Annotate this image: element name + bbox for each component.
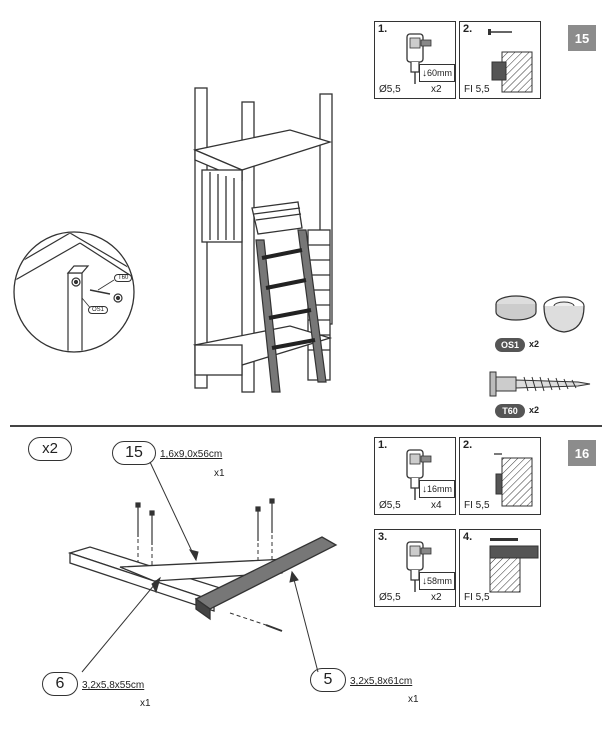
- t60-screw-icon: [489, 371, 591, 397]
- part-dimensions: 3,2x5,8x61cm: [350, 676, 413, 687]
- part-code-badge: OS1: [495, 338, 525, 352]
- panel-number: 2.: [463, 439, 473, 451]
- os1-caps-icon: [495, 295, 585, 333]
- drill-icon: [406, 449, 432, 500]
- detail-tag-os1: OS1: [88, 306, 109, 314]
- detail-callout-circle: [13, 231, 135, 353]
- part-number-badge: 15: [112, 441, 156, 465]
- part-dimensions: 3,2x5,8x55cm: [82, 680, 145, 691]
- panel-number: 1.: [378, 439, 388, 451]
- screw-into-wood-icon: [488, 29, 533, 93]
- drill-bit-size: Ø5,5: [379, 84, 401, 95]
- drill-depth: 60mm: [426, 68, 452, 78]
- part-code-badge: T60: [495, 404, 525, 418]
- drill-bit-label: FI 5,5: [464, 500, 490, 511]
- part-quantity: x2: [529, 339, 540, 349]
- drill-bit-size: Ø5,5: [379, 500, 401, 511]
- drill-bit-label: FI 5,5: [464, 592, 490, 603]
- part-quantity: x1: [408, 694, 419, 705]
- drill-quantity: x2: [431, 592, 442, 603]
- drill-depth-box: ↓60mm: [419, 64, 455, 82]
- panel-number: 4.: [463, 531, 473, 543]
- drill-quantity: x2: [431, 84, 442, 95]
- part-number-badge: 6: [42, 672, 78, 696]
- drill-instruction-panel: 3. ↓58mm Ø5,5 x2: [374, 529, 456, 607]
- drill-depth-box: ↓16mm: [419, 480, 455, 498]
- panel-number: 3.: [378, 531, 388, 543]
- drill-depth: 16mm: [426, 484, 452, 494]
- leader-lines: [81, 461, 319, 673]
- drill-icon: [406, 33, 432, 84]
- drill-instruction-panel: 1. ↓60mm Ø5,5 x2: [374, 21, 456, 99]
- drill-depth-box: ↓58mm: [419, 572, 455, 590]
- drill-icon: [406, 541, 432, 592]
- repeat-multiplier: x2: [28, 437, 72, 461]
- screw-instruction-panel: 2. FI 5,5: [459, 437, 541, 515]
- screw-instruction-panel: 2. FI 5,5: [459, 21, 541, 99]
- screw-instruction-panel: 4. FI 5,5: [459, 529, 541, 607]
- screw-into-wood-icon: [489, 538, 539, 593]
- drill-instruction-panel: 1. ↓16mm Ø5,5 x4: [374, 437, 456, 515]
- panel-number: 1.: [378, 23, 388, 35]
- step-number-badge: 15: [568, 25, 596, 51]
- drill-bit-size: Ø5,5: [379, 592, 401, 603]
- playtower-assembly-illustration: [192, 87, 333, 393]
- part-quantity: x2: [529, 405, 540, 415]
- part-quantity: x1: [214, 468, 225, 479]
- step-divider: [10, 425, 602, 427]
- part-quantity: x1: [140, 698, 151, 709]
- part-dimensions: 1,6x9,0x56cm: [160, 449, 223, 460]
- drill-depth: 58mm: [426, 576, 452, 586]
- beam-assembly-illustration: [67, 498, 338, 632]
- screw-into-wood-icon: [494, 453, 533, 507]
- drill-bit-label: FI 5,5: [464, 84, 490, 95]
- part-number-badge: 5: [310, 668, 346, 692]
- step-number-badge: 16: [568, 440, 596, 466]
- detail-tag-t60: T60: [114, 274, 133, 282]
- drill-quantity: x4: [431, 500, 442, 511]
- panel-number: 2.: [463, 23, 473, 35]
